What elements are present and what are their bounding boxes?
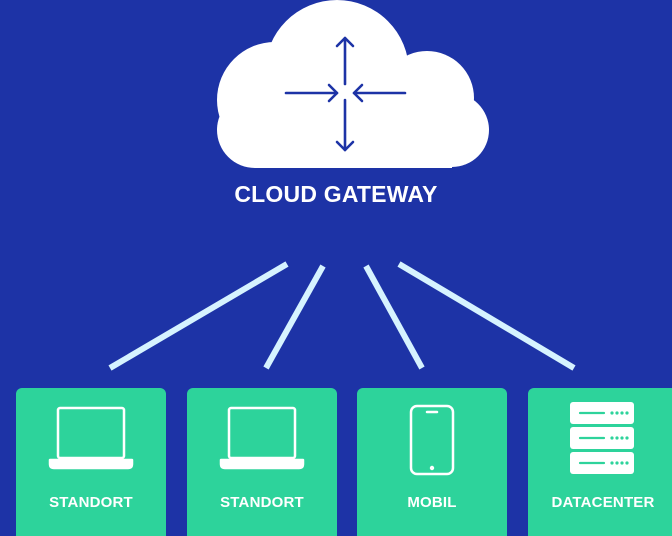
node-mobil: MOBIL [357, 388, 507, 536]
link-standort-1 [108, 261, 289, 371]
cloud-arrows-icon [217, 0, 489, 168]
node-label: DATACENTER [551, 494, 655, 511]
link-standort-2 [263, 264, 326, 370]
laptop-icon [48, 406, 134, 470]
node-label: MOBIL [407, 494, 457, 511]
link-mobil [363, 264, 425, 370]
cloud-gateway [200, 0, 500, 185]
link-datacenter [397, 261, 576, 371]
node-label: STANDORT [49, 494, 133, 511]
node-standort-1: STANDORT [16, 388, 166, 536]
laptop-icon [219, 406, 305, 470]
node-datacenter: DATACENTER [528, 388, 672, 536]
gateway-label: CLOUD GATEWAY [234, 181, 438, 207]
node-label: STANDORT [220, 494, 304, 511]
tablet-icon [409, 404, 455, 476]
node-standort-2: STANDORT [187, 388, 337, 536]
server-icon [570, 402, 634, 474]
